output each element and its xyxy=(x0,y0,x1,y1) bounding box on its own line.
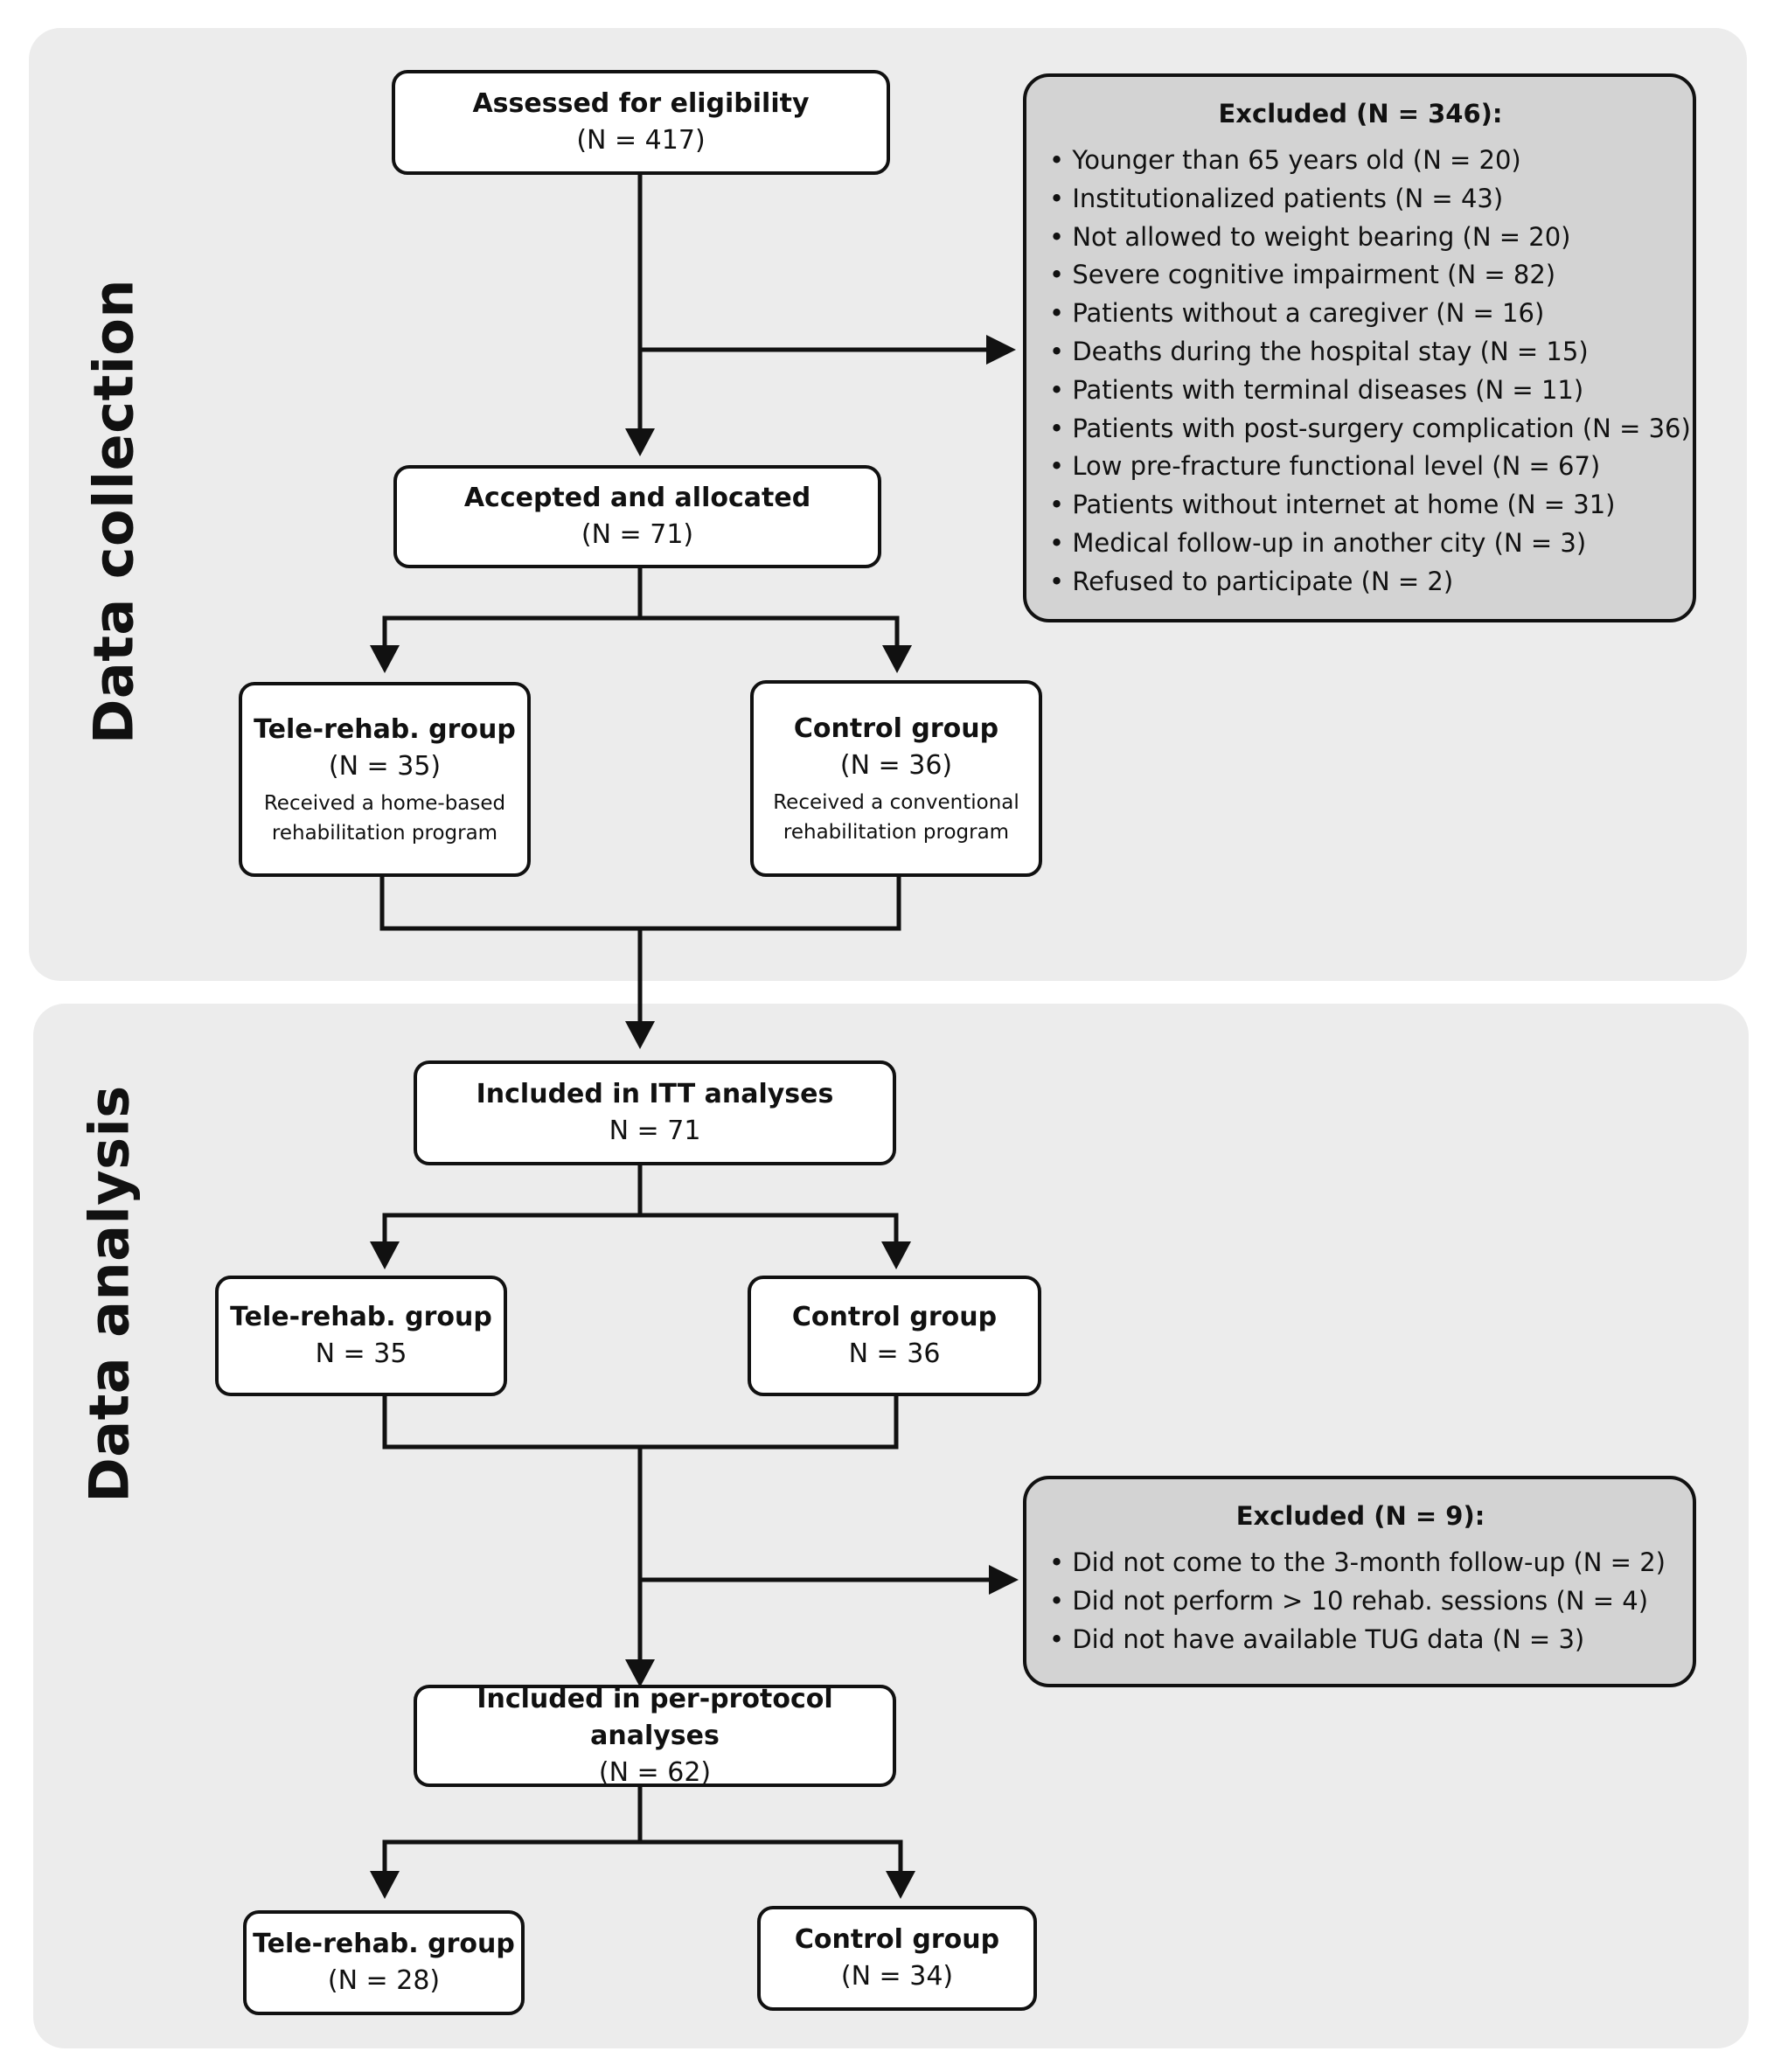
list-item: Refused to participate (N = 2) xyxy=(1049,563,1672,601)
assessed-title: Assessed for eligibility xyxy=(472,88,810,119)
arrowhead xyxy=(370,645,400,673)
tele-rehab-allocated-count: (N = 35) xyxy=(328,750,442,782)
list-item: Patients without a caregiver (N = 16) xyxy=(1049,295,1672,333)
arrowhead xyxy=(989,1565,1019,1595)
arrowhead xyxy=(625,1021,655,1049)
allocated-to-tele-line xyxy=(382,568,643,647)
excluded-analysis-title: Excluded (N = 9): xyxy=(1235,1501,1485,1531)
control-allocated-box: Control group (N = 36) Received a conven… xyxy=(750,680,1042,877)
description-line: rehabilitation program xyxy=(271,821,498,845)
arrowhead xyxy=(625,428,655,456)
list-item: Did not come to the 3-month follow-up (N… xyxy=(1049,1544,1672,1582)
tele-rehab-pp-box: Tele-rehab. group (N = 28) xyxy=(243,1910,525,2015)
control-pp-count: (N = 34) xyxy=(840,1961,954,1992)
list-item: Patients with post-surgery complication … xyxy=(1049,410,1691,448)
per-protocol-box: Included in per-protocol analyses (N = 6… xyxy=(414,1684,896,1788)
list-item: Did not have available TUG data (N = 3) xyxy=(1049,1621,1672,1659)
excluded-eligibility-title: Excluded (N = 346): xyxy=(1218,99,1503,129)
arrowhead xyxy=(370,1871,400,1899)
itt-groups-merge-line xyxy=(382,1396,899,1450)
allocated-title: Accepted and allocated xyxy=(463,483,811,513)
list-item: Patients without internet at home (N = 3… xyxy=(1049,486,1672,525)
per-protocol-count: (N = 62) xyxy=(598,1756,712,1788)
control-allocated-title: Control group xyxy=(793,713,999,744)
allocated-count: (N = 71) xyxy=(581,519,694,550)
itt-title: Included in ITT analyses xyxy=(476,1079,834,1109)
arrowhead xyxy=(625,1659,655,1687)
list-item: Low pre-fracture functional level (N = 6… xyxy=(1049,448,1672,486)
tele-rehab-allocated-description: Received a home-based rehabilitation pro… xyxy=(264,789,505,848)
tele-rehab-allocated-box: Tele-rehab. group (N = 35) Received a ho… xyxy=(239,682,531,877)
assessed-box: Assessed for eligibility (N = 417) xyxy=(392,70,890,175)
list-item: Not allowed to weight bearing (N = 20) xyxy=(1049,219,1672,257)
tele-rehab-itt-box: Tele-rehab. group N = 35 xyxy=(215,1276,507,1396)
list-item: Patients with terminal diseases (N = 11) xyxy=(1049,372,1672,410)
tele-rehab-itt-count: N = 35 xyxy=(315,1338,407,1369)
pp-to-control-line xyxy=(640,1839,903,1873)
tele-rehab-itt-title: Tele-rehab. group xyxy=(230,1302,492,1332)
list-item: Medical follow-up in another city (N = 3… xyxy=(1049,525,1672,563)
allocated-box: Accepted and allocated (N = 71) xyxy=(393,465,881,568)
control-itt-count: N = 36 xyxy=(848,1338,941,1369)
list-item: Deaths during the hospital stay (N = 15) xyxy=(1049,333,1672,372)
list-item: Did not perform > 10 rehab. sessions (N … xyxy=(1049,1582,1672,1621)
per-protocol-title: Included in per-protocol analyses xyxy=(477,1683,833,1751)
list-item: Younger than 65 years old (N = 20) xyxy=(1049,142,1672,180)
arrowhead xyxy=(881,1241,911,1269)
list-item: Institutionalized patients (N = 43) xyxy=(1049,180,1672,219)
arrowhead xyxy=(882,645,912,673)
excluded-analysis-list: Did not come to the 3-month follow-up (N… xyxy=(1049,1544,1672,1658)
control-itt-box: Control group N = 36 xyxy=(748,1276,1041,1396)
description-line: Received a conventional xyxy=(773,790,1019,814)
excluded-analysis-box: Excluded (N = 9): Did not come to the 3-… xyxy=(1023,1476,1696,1687)
arrowhead xyxy=(370,1241,400,1269)
tele-rehab-pp-title: Tele-rehab. group xyxy=(253,1929,515,1959)
assessed-count: (N = 417) xyxy=(576,125,706,156)
control-itt-title: Control group xyxy=(791,1302,998,1332)
control-pp-box: Control group (N = 34) xyxy=(757,1906,1037,2011)
itt-to-tele-line xyxy=(382,1165,643,1243)
tele-rehab-allocated-title: Tele-rehab. group xyxy=(254,713,516,745)
groups-merge-line xyxy=(379,877,901,931)
control-allocated-count: (N = 36) xyxy=(839,749,953,781)
excluded-eligibility-box: Excluded (N = 346): Younger than 65 year… xyxy=(1023,73,1696,622)
control-pp-title: Control group xyxy=(794,1924,1000,1955)
list-item: Severe cognitive impairment (N = 82) xyxy=(1049,256,1672,295)
arrowhead xyxy=(986,335,1016,365)
description-line: rehabilitation program xyxy=(783,820,1010,844)
excluded-eligibility-list: Younger than 65 years old (N = 20) Insti… xyxy=(1049,142,1691,601)
arrowhead xyxy=(886,1871,915,1899)
itt-count: N = 71 xyxy=(609,1116,701,1146)
description-line: Received a home-based xyxy=(263,791,506,815)
itt-box: Included in ITT analyses N = 71 xyxy=(414,1060,896,1165)
tele-rehab-pp-count: (N = 28) xyxy=(327,1965,441,1996)
itt-to-control-line xyxy=(640,1213,899,1243)
allocated-to-control-line xyxy=(640,615,900,647)
pp-to-tele-line xyxy=(382,1787,643,1873)
control-allocated-description: Received a conventional rehabilitation p… xyxy=(773,788,1019,847)
